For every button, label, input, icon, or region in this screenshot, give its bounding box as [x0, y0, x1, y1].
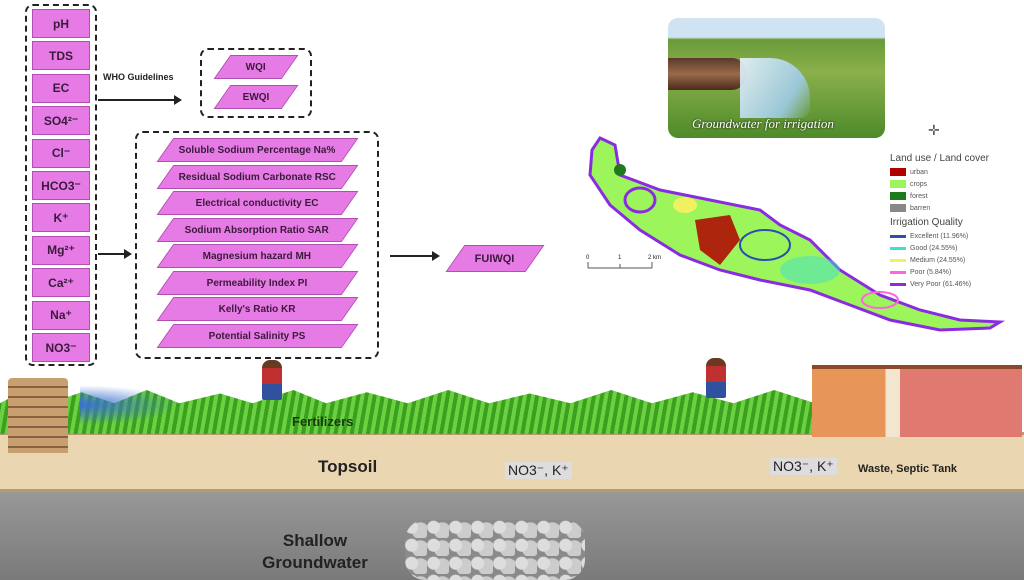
water-flow	[740, 58, 810, 118]
parameter-6: K⁺	[32, 203, 90, 233]
topsoil-label: Topsoil	[318, 457, 378, 476]
legend-swatch	[890, 168, 906, 176]
water-splash	[80, 385, 180, 425]
north-arrow-icon: ✛	[928, 122, 940, 138]
legend-item: Medium (24.55%)	[890, 254, 1022, 266]
map-legend: Land use / Land cover urban crops forest ba…	[890, 153, 1022, 290]
legend-label: urban	[910, 168, 928, 176]
parameter-5: HCO3⁻	[32, 171, 90, 200]
study-area-map	[587, 136, 1005, 332]
irrigation-index: Magnesium hazard MH	[156, 244, 359, 268]
scale-1: 1	[618, 255, 622, 261]
parameter-4: Cl⁻	[32, 138, 90, 168]
parameter-10: NO3⁻	[32, 333, 90, 362]
groundwater-label: Shallow Groundwater	[262, 531, 368, 572]
legend-swatch	[890, 180, 906, 188]
scale-2: 2 km	[648, 255, 662, 261]
parameter-8: Ca²⁺	[32, 268, 90, 298]
irrigation-index: Kelly's Ratio KR	[156, 297, 359, 321]
no3-k-label-2: NO3⁻, K⁺	[770, 458, 837, 475]
legend-item: Very Poor (61.46%)	[890, 278, 1022, 290]
iq-title: Irrigation Quality	[890, 217, 963, 228]
arrow-who	[98, 95, 182, 105]
parameter-3: SO4²⁻	[32, 106, 90, 136]
scale-0: 0	[586, 255, 590, 261]
legend-label: Good (24.55%)	[910, 244, 958, 252]
legend-label: forest	[910, 192, 928, 200]
parameter-9: Na⁺	[32, 300, 90, 330]
legend-label: Excellent (11.96%)	[910, 232, 969, 240]
buildings-icon	[812, 365, 1022, 437]
gravel	[405, 520, 585, 580]
legend-label: Medium (24.55%)	[910, 256, 966, 264]
zone-excellent	[739, 229, 791, 261]
well-icon	[8, 378, 68, 453]
legend-item: urban	[890, 166, 1022, 178]
zone-medium	[673, 197, 697, 213]
parameters-box	[25, 4, 97, 366]
parameter-0: pH	[32, 9, 90, 38]
irrigation-index: Soluble Sodium Percentage Na%	[156, 138, 359, 162]
irrigation-index: Residual Sodium Carbonate RSC	[156, 164, 359, 189]
legend-swatch	[890, 246, 906, 250]
irrigation-index: Electrical conductivity EC	[156, 191, 359, 215]
legend-swatch	[890, 192, 906, 200]
farmer-icon-1	[262, 360, 282, 400]
legend-swatch	[890, 234, 906, 238]
arrow-irrigation	[98, 249, 132, 259]
legend-swatch	[890, 282, 906, 286]
map-region	[588, 136, 1005, 332]
irrigation-index: Permeability Index PI	[156, 270, 359, 295]
legend-label: Very Poor (61.46%)	[910, 280, 972, 288]
legend-item: Good (24.55%)	[890, 242, 1022, 254]
forest-patch	[614, 164, 626, 176]
who-guidelines-label: WHO Guidelines	[103, 72, 174, 82]
legend-item: forest	[890, 190, 1022, 202]
parameter-1: TDS	[32, 41, 90, 71]
legend-swatch	[890, 270, 906, 274]
no3-k-label-1: NO3⁻, K⁺	[505, 462, 572, 479]
zone-good	[780, 256, 840, 284]
legend-item: Excellent (11.96%)	[890, 230, 1022, 242]
irrigation-photo: Groundwater for irrigation	[668, 18, 885, 138]
zone-poor	[861, 291, 899, 309]
photo-caption: Groundwater for irrigation	[692, 116, 834, 131]
index-fuiwqi: FUIWQI	[445, 245, 545, 272]
parameter-7: Mg²⁺	[32, 235, 90, 265]
zone-verypoor	[623, 186, 657, 214]
parameter-2: EC	[32, 73, 90, 103]
irrigation-index: Sodium Absorption Ratio SAR	[156, 217, 359, 242]
arrow-final	[390, 251, 440, 261]
legend-item: Poor (5.84%)	[890, 266, 1022, 278]
who-box	[200, 48, 312, 118]
irrigation-box	[135, 131, 379, 359]
lulc-title: Land use / Land cover	[890, 153, 989, 164]
fertilizers-label: Fertilizers	[292, 414, 354, 429]
legend-item: crops	[890, 178, 1022, 190]
legend-label: crops	[910, 180, 928, 188]
legend-swatch	[890, 258, 906, 262]
pipe	[668, 58, 746, 90]
irrigation-index: Potential Salinity PS	[156, 323, 359, 348]
legend-swatch	[890, 204, 906, 212]
urban-area	[695, 215, 740, 265]
waste-septic-label: Waste, Septic Tank	[858, 463, 958, 475]
legend-label: Poor (5.84%)	[910, 268, 952, 276]
farmer-icon-2	[706, 358, 726, 398]
legend-item: barren	[890, 202, 1022, 214]
legend-label: barren	[910, 204, 931, 212]
